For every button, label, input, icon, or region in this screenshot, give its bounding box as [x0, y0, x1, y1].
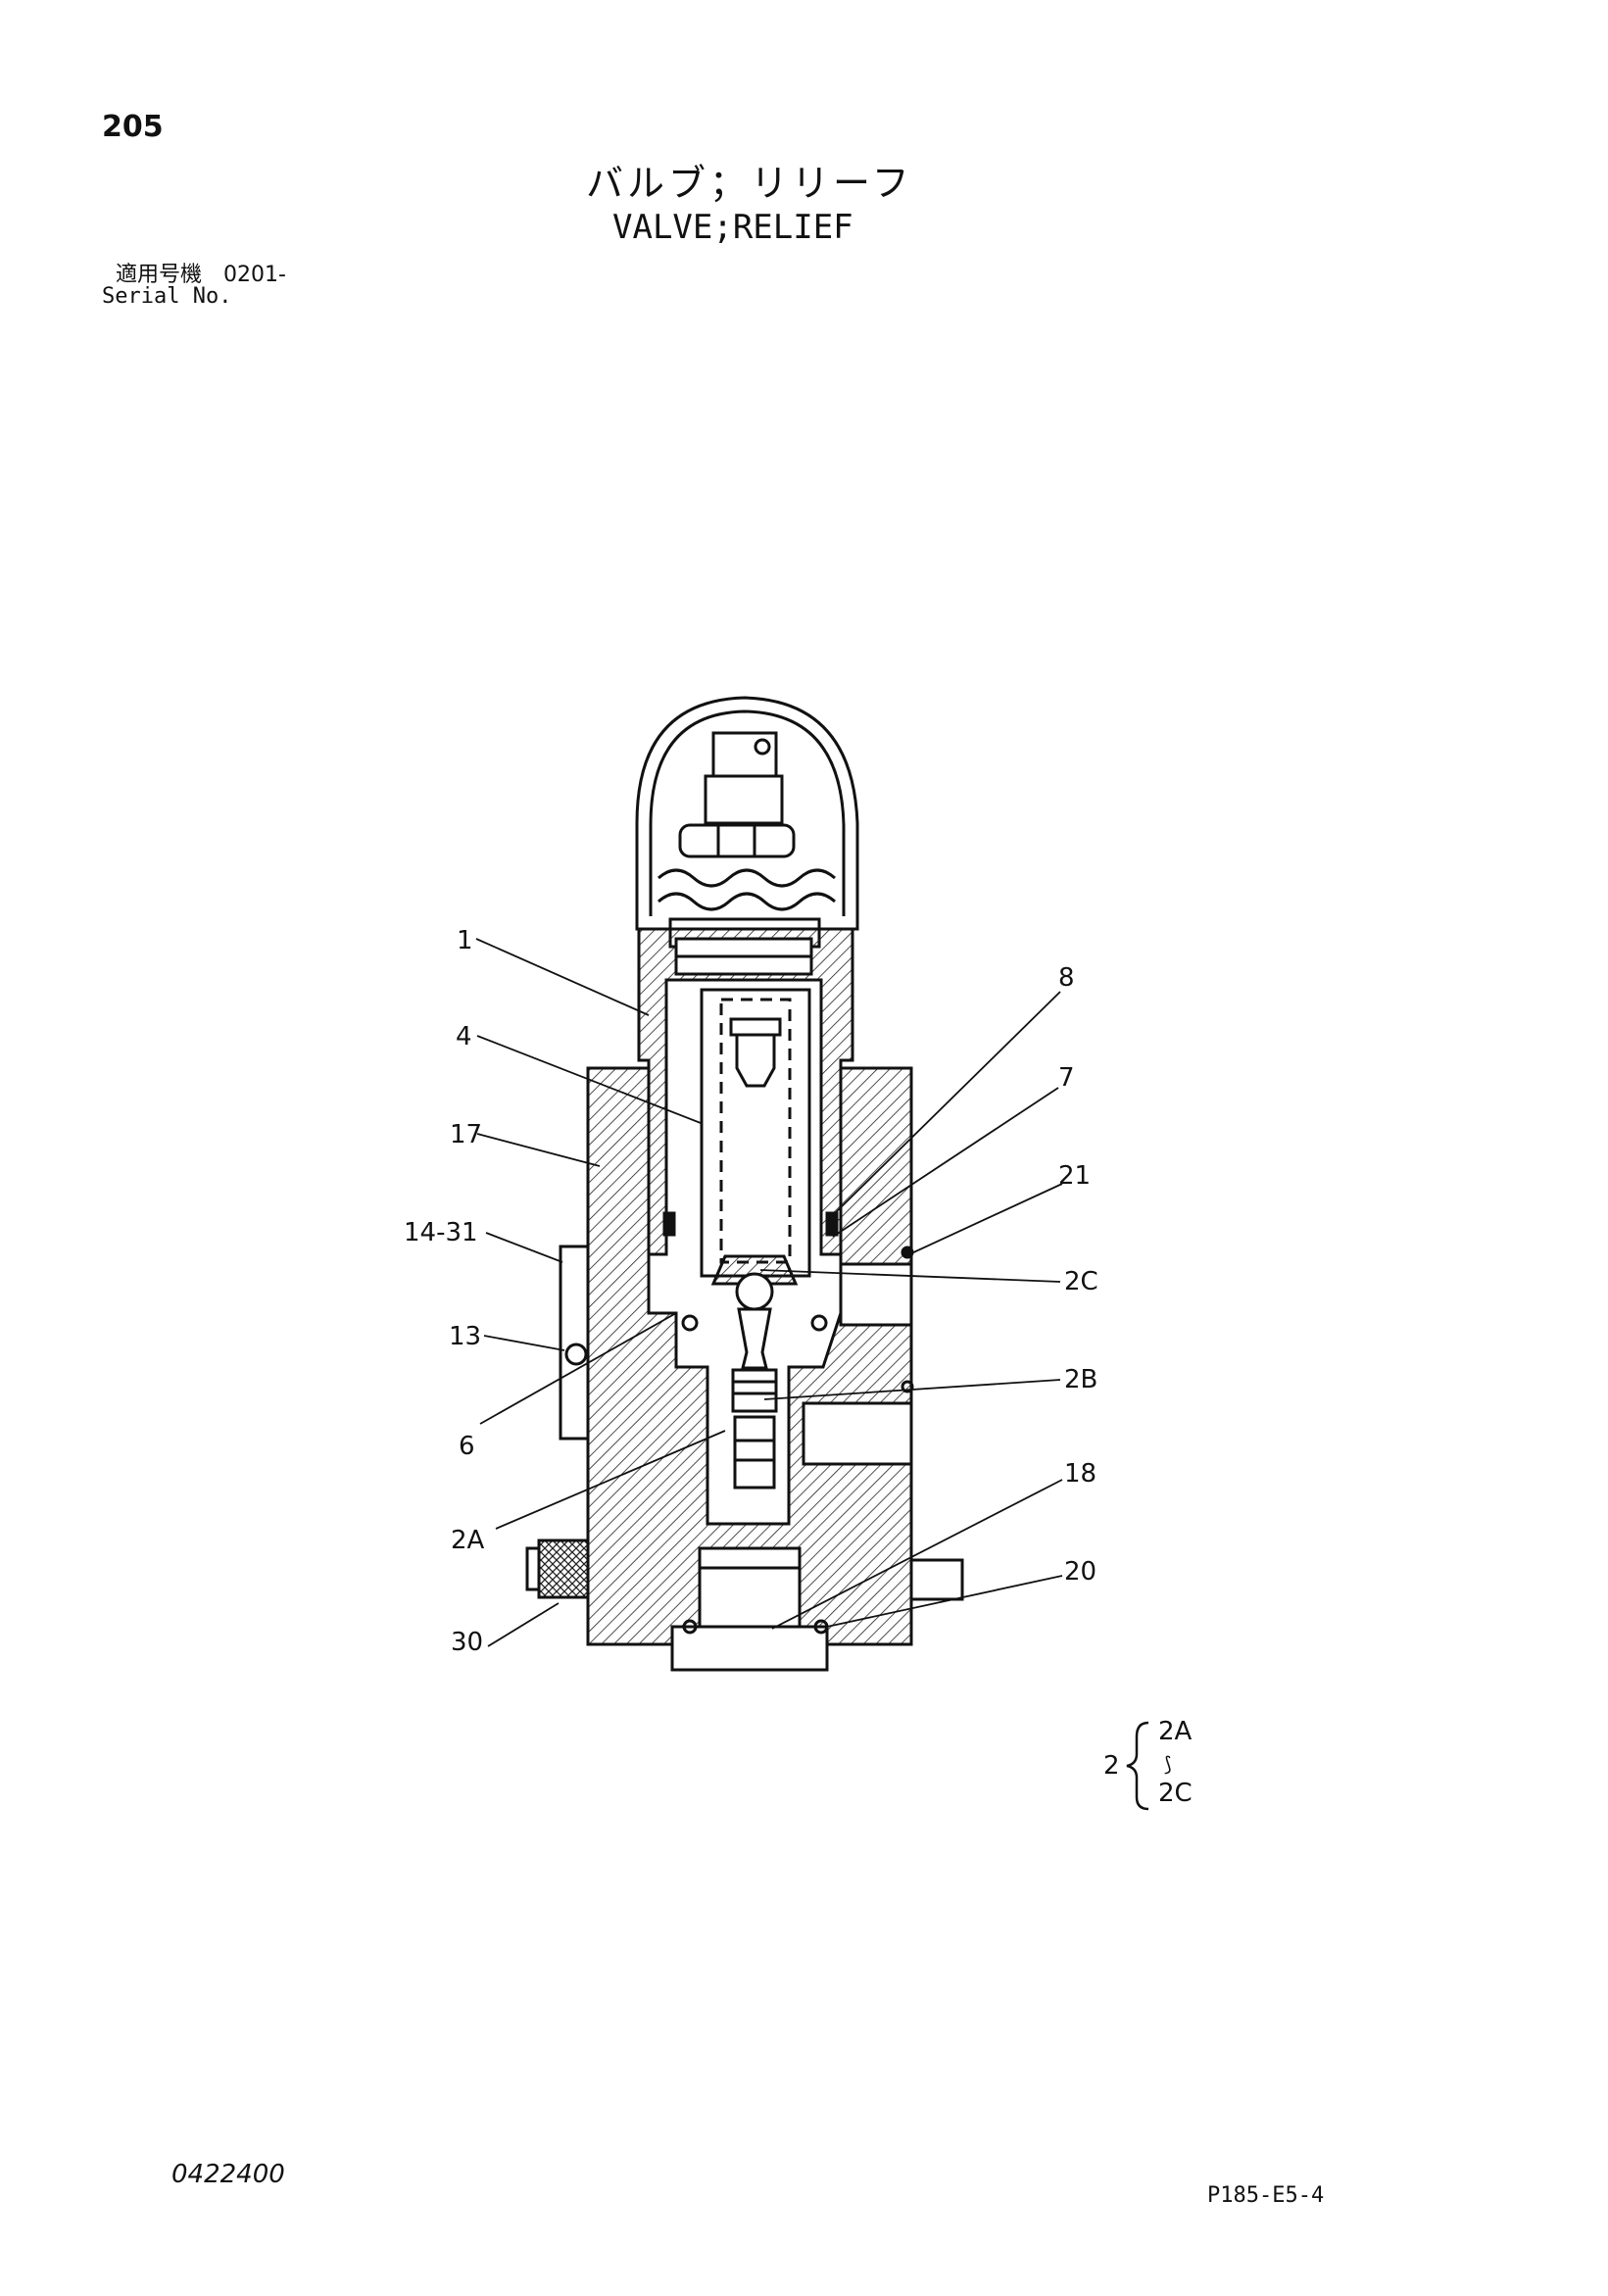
callout-2A: 2A [451, 1526, 485, 1555]
name-plate [559, 1245, 590, 1441]
title-english: VALVE;RELIEF [612, 208, 853, 247]
callout-14-31: 14-31 [404, 1218, 478, 1247]
callout-18: 18 [1064, 1459, 1096, 1489]
group-note: 2 2A ⟆ 2C [1103, 1717, 1193, 1811]
callout-20: 20 [1064, 1557, 1096, 1587]
serial-label-japanese: 適用号機 0201- [116, 263, 286, 287]
mounting-bolt-right [909, 1558, 964, 1601]
callout-17: 17 [450, 1120, 482, 1149]
group-brace [1126, 1721, 1149, 1811]
callout-30: 30 [451, 1628, 483, 1657]
figure-code: P185-E5-4 [1207, 2183, 1325, 2208]
callout-1: 1 [457, 926, 473, 955]
valve-body [586, 1066, 913, 1646]
callout-21: 21 [1058, 1161, 1091, 1191]
poppet [710, 1254, 799, 1286]
bottom-plug [670, 1625, 829, 1672]
mounting-bolt-left [537, 1539, 590, 1599]
callout-8: 8 [1058, 963, 1075, 993]
callout-13: 13 [449, 1322, 481, 1351]
serial-label-english: Serial No. [102, 284, 232, 309]
group-parent: 2 [1103, 1751, 1120, 1781]
adjusting-screw [711, 731, 778, 778]
page-number: 205 [102, 110, 164, 144]
lock-nut [678, 823, 796, 858]
side-port-lower [802, 1401, 913, 1466]
callout-2C: 2C [1064, 1267, 1098, 1296]
callout-2B: 2B [1064, 1365, 1097, 1394]
title-japanese: バルブ；リリーフ [586, 162, 913, 205]
group-to: 2C [1158, 1779, 1193, 1808]
callout-6: 6 [459, 1432, 475, 1461]
group-range: ⟆ [1164, 1752, 1172, 1776]
callout-labels: 1 4 17 14-31 13 6 2A 30 8 7 21 2C 2B 18 … [404, 926, 1098, 1657]
group-from: 2A [1158, 1717, 1193, 1746]
callout-7: 7 [1058, 1063, 1075, 1093]
callout-4: 4 [456, 1022, 472, 1051]
document-code: 0422400 [171, 2160, 285, 2189]
